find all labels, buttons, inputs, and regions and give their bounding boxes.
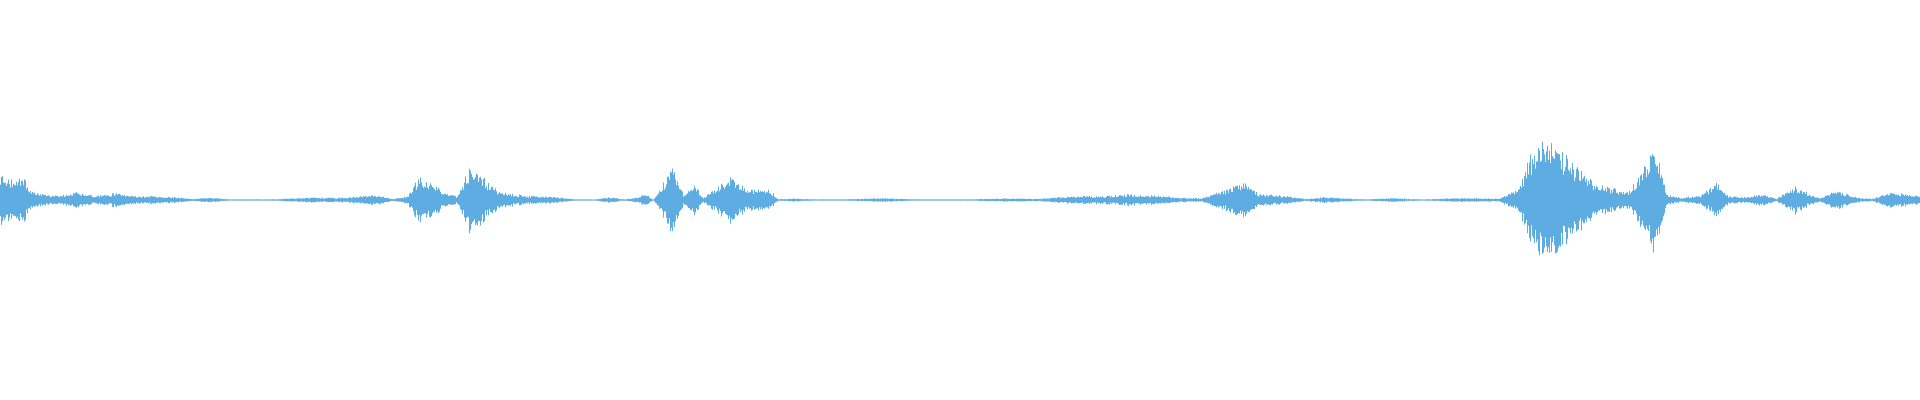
waveform-path	[0, 141, 1920, 256]
